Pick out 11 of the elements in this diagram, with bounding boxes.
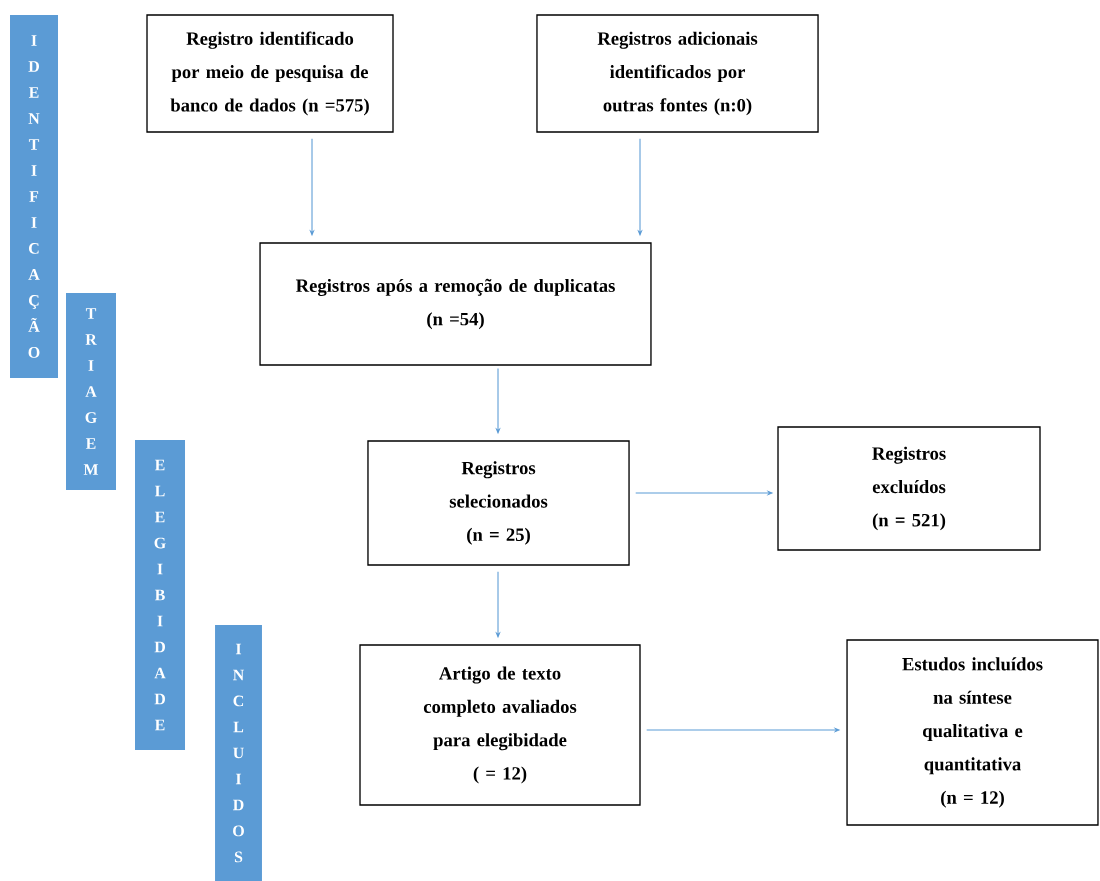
stage-band: ELEGIBIDADE xyxy=(135,440,185,750)
process-box: Estudos incluídos na síntese qualitativa e quantitativa (n = 12) xyxy=(846,639,1099,826)
process-box: Registros após a remoção de duplicatas (n =54) xyxy=(259,242,652,366)
process-box: Artigo de texto completo avaliados para elegibidade ( = 12) xyxy=(359,644,641,806)
stage-band: IDENTIFICAÇÃO xyxy=(10,15,58,378)
stage-band: INCLUIDOS xyxy=(215,625,262,881)
process-box: Registros excluídos (n = 521) xyxy=(777,426,1041,551)
stage-band: TRIAGEM xyxy=(66,292,116,491)
process-box: Registros adicionais identificados por outras fontes (n:0) xyxy=(536,14,819,133)
process-box: Registros selecionados (n = 25) xyxy=(367,440,630,566)
process-box: Registro identificado por meio de pesquisa de banco de dados (n =575) xyxy=(146,14,394,133)
